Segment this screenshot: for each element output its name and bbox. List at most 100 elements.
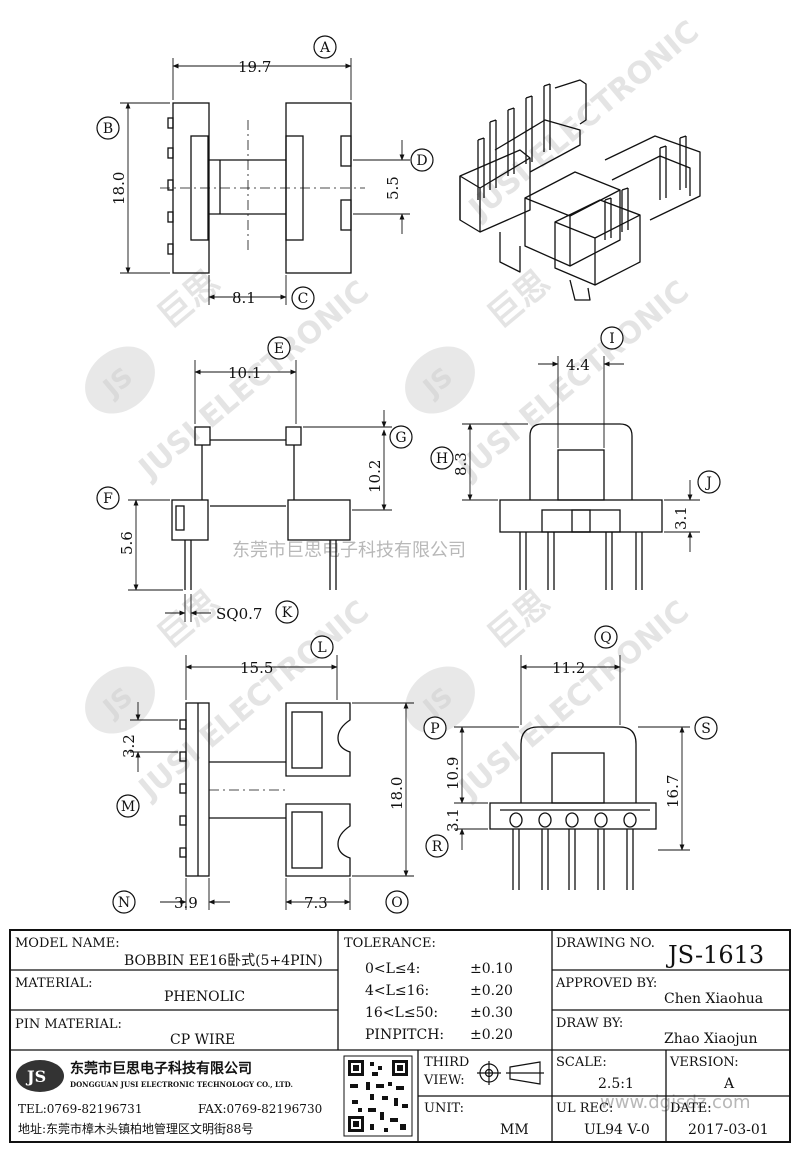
- dim-l: 15.5: [240, 659, 273, 677]
- callout-f: F: [96, 486, 120, 510]
- svg-text:UL94 V-0: UL94 V-0: [584, 1122, 650, 1138]
- callout-o: O: [385, 890, 409, 914]
- top-view: [160, 102, 365, 274]
- callout-j: J: [697, 470, 721, 494]
- svg-text:4<L≤16:: 4<L≤16:: [365, 983, 429, 999]
- side-view: [171, 426, 351, 590]
- dim-e: 10.1: [228, 364, 261, 382]
- svg-text:FAX:0769-82196730: FAX:0769-82196730: [198, 1102, 322, 1116]
- callout-c: C: [291, 286, 315, 310]
- top-view-dims: [120, 58, 410, 305]
- side-view-dims: [128, 360, 392, 622]
- callout-s: S: [694, 716, 718, 740]
- dim-j: 3.1: [672, 506, 690, 530]
- svg-text:DRAWING NO.: DRAWING NO.: [556, 936, 655, 951]
- callout-g: G: [389, 425, 413, 449]
- callout-label-c: C: [298, 291, 309, 307]
- watermark-text-5: JUSI ELECTRONIC: [461, 14, 706, 227]
- svg-text:UL REC:: UL REC:: [556, 1101, 613, 1116]
- svg-text:地址:东莞市樟木头镇柏地管理区文明街88号: 地址:东莞市樟木头镇柏地管理区文明街88号: [18, 1121, 253, 1136]
- dim-c: 8.1: [232, 289, 256, 307]
- svg-text:TOLERANCE:: TOLERANCE:: [344, 936, 436, 951]
- dim-n: 3.9: [174, 894, 198, 912]
- dim-o: 7.3: [304, 894, 328, 912]
- watermark-site: www.dgjsdz.com: [600, 1092, 751, 1113]
- callout-label-s: S: [701, 721, 711, 737]
- watermark-cn-4: 巨思: [480, 583, 558, 657]
- svg-text:A: A: [723, 1076, 735, 1092]
- dim-k: SQ0.7: [216, 605, 262, 623]
- svg-text:CP WIRE: CP WIRE: [170, 1032, 235, 1048]
- callout-label-d: D: [416, 153, 427, 169]
- callout-q: Q: [594, 625, 618, 649]
- svg-text:APPROVED BY:: APPROVED BY:: [555, 976, 657, 991]
- callout-label-a: A: [319, 40, 331, 56]
- callout-label-h: H: [436, 451, 448, 467]
- isometric-view: [459, 79, 701, 301]
- dim-p: 10.9: [444, 757, 462, 790]
- svg-text:JS-1613: JS-1613: [665, 941, 764, 969]
- svg-text:VERSION:: VERSION:: [669, 1055, 739, 1070]
- dim-q: 11.2: [552, 659, 585, 677]
- title-block: [9, 929, 791, 1143]
- svg-text:DONGGUAN JUSI ELECTRONIC TECHN: DONGGUAN JUSI ELECTRONIC TECHNOLOGY CO.,…: [70, 1080, 293, 1089]
- company-logo: JS: [16, 1060, 64, 1092]
- dim-i: 4.4: [566, 356, 590, 374]
- callout-label-n: N: [118, 895, 130, 911]
- svg-text:DRAW BY:: DRAW BY:: [556, 1016, 623, 1031]
- callout-label-g: G: [395, 430, 406, 446]
- callout-h: H: [430, 446, 454, 470]
- callout-d: D: [410, 148, 434, 172]
- third-angle-symbol: [477, 1061, 544, 1085]
- title-block-text: MODEL NAME: BOBBIN EE16卧式(5+4PIN) MATERI…: [15, 936, 769, 1138]
- svg-text:JS: JS: [25, 1067, 46, 1086]
- end-view-dims: [454, 655, 690, 851]
- svg-text:PHENOLIC: PHENOLIC: [164, 989, 245, 1005]
- svg-text:PINPITCH:: PINPITCH:: [365, 1027, 444, 1043]
- dim-s: 16.7: [664, 775, 682, 808]
- dim-o-height: 18.0: [388, 777, 406, 810]
- qr-code: [348, 1060, 408, 1132]
- watermark-company: 东莞市巨思电子科技有限公司: [232, 540, 466, 561]
- svg-text:MATERIAL:: MATERIAL:: [15, 976, 92, 991]
- callout-e: E: [267, 336, 291, 360]
- dim-d: 5.5: [384, 176, 402, 200]
- svg-text:±0.30: ±0.30: [470, 1005, 513, 1021]
- callout-n: N: [112, 890, 136, 914]
- svg-text:DATE:: DATE:: [670, 1101, 712, 1116]
- svg-text:THIRD: THIRD: [424, 1055, 469, 1070]
- callout-l: L: [310, 635, 334, 659]
- dim-m: 3.2: [120, 734, 138, 758]
- dim-f: 5.6: [118, 531, 136, 555]
- svg-text:BOBBIN EE16卧式(5+4PIN): BOBBIN EE16卧式(5+4PIN): [124, 953, 323, 969]
- callout-a: A: [313, 35, 337, 59]
- callout-p: P: [423, 716, 447, 740]
- svg-text:SCALE:: SCALE:: [556, 1055, 607, 1070]
- callout-label-k: K: [282, 605, 293, 621]
- callout-label-i: I: [609, 331, 615, 347]
- svg-text:Chen Xiaohua: Chen Xiaohua: [664, 991, 763, 1007]
- dim-g: 10.2: [366, 460, 384, 493]
- watermark-cn-1: 巨思: [150, 263, 228, 337]
- svg-text:16<L≤50:: 16<L≤50:: [365, 1005, 438, 1021]
- svg-text:2.5:1: 2.5:1: [598, 1076, 634, 1092]
- svg-text:±0.20: ±0.20: [470, 1027, 513, 1043]
- callout-label-e: E: [274, 341, 284, 357]
- callout-label-f: F: [103, 491, 113, 507]
- callout-label-j: J: [704, 475, 712, 491]
- callout-i: I: [600, 326, 624, 350]
- svg-text:±0.20: ±0.20: [470, 983, 513, 999]
- front-view: [499, 423, 663, 590]
- watermark-logo-3: JS: [85, 666, 155, 734]
- callout-label-p: P: [430, 721, 439, 737]
- svg-text:MM: MM: [500, 1122, 529, 1138]
- callout-label-m: M: [121, 799, 135, 815]
- dim-r: 3.1: [444, 808, 462, 832]
- watermark-cn-2: 巨思: [480, 263, 558, 337]
- callout-k: K: [275, 600, 299, 624]
- svg-text:Zhao Xiaojun: Zhao Xiaojun: [664, 1031, 758, 1047]
- callout-label-l: L: [317, 640, 326, 656]
- callout-label-q: Q: [600, 630, 611, 646]
